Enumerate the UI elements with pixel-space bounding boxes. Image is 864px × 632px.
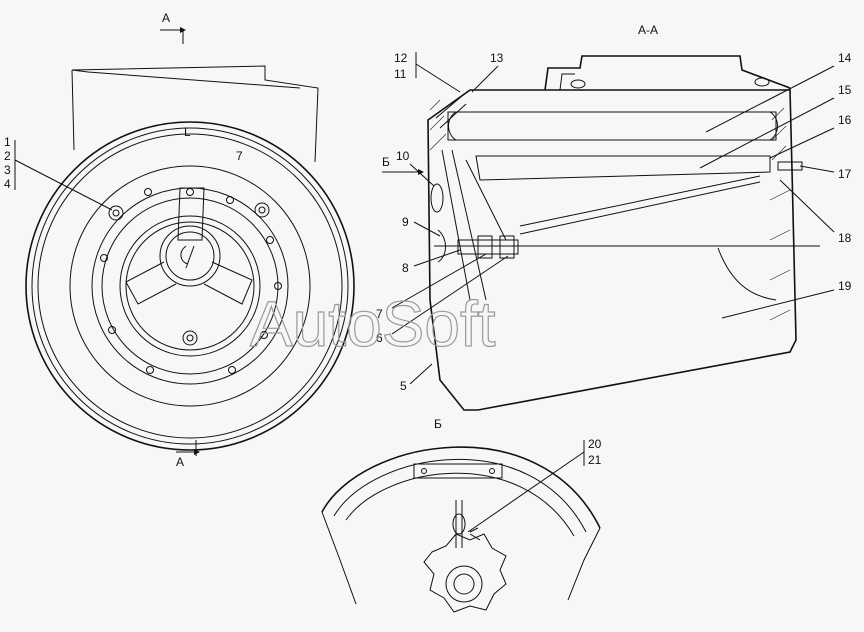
callout-16: 16 bbox=[838, 113, 852, 127]
detail-view: Б 20 21 bbox=[321, 417, 602, 613]
wing-nut bbox=[437, 229, 446, 263]
cotter-pin bbox=[455, 500, 463, 548]
pin bbox=[777, 161, 803, 171]
callout-15: 15 bbox=[838, 83, 852, 97]
callout-13: 13 bbox=[490, 51, 504, 65]
mounting-nuts bbox=[108, 202, 270, 346]
callout-11: 11 bbox=[394, 67, 407, 81]
callout-7: 7 bbox=[376, 307, 383, 321]
nameplate bbox=[413, 463, 503, 479]
spoke-top bbox=[177, 187, 205, 241]
callout-20: 20 bbox=[588, 437, 602, 451]
section-leaders bbox=[382, 52, 835, 385]
filter-element-lower bbox=[475, 155, 771, 181]
spoke-left bbox=[125, 261, 177, 305]
callout-18: 18 bbox=[838, 231, 852, 245]
dial-letter: L bbox=[184, 125, 191, 139]
stud bbox=[457, 239, 519, 255]
spoke-right bbox=[203, 261, 253, 305]
cut-marker-top: А bbox=[160, 11, 186, 44]
cover-ring bbox=[119, 215, 261, 357]
housing-ring bbox=[69, 165, 311, 407]
callout-9: 9 bbox=[402, 215, 409, 229]
star-wing-nut bbox=[423, 533, 507, 613]
housing bbox=[427, 89, 797, 411]
section-title: А-А bbox=[638, 23, 658, 37]
top-cap bbox=[544, 55, 791, 91]
callout-8: 8 bbox=[402, 261, 409, 275]
svg-text:А: А bbox=[176, 455, 184, 469]
hub-inner bbox=[165, 231, 215, 281]
detail-rim-outer bbox=[321, 446, 601, 529]
outer-rim-inner bbox=[31, 127, 349, 445]
callout-21: 21 bbox=[588, 453, 602, 467]
cover-ring-inner bbox=[125, 221, 255, 351]
filter-element-upper bbox=[447, 111, 777, 141]
diaphragm bbox=[519, 175, 761, 227]
svg-text:А: А bbox=[162, 11, 170, 25]
callout-1: 1 bbox=[4, 135, 11, 149]
callout-6: 6 bbox=[376, 331, 383, 345]
hub-outer bbox=[159, 225, 221, 287]
inner-cone bbox=[441, 149, 507, 301]
bolt-holes bbox=[100, 188, 282, 374]
housing-edge bbox=[37, 133, 343, 439]
dial-number: 7 bbox=[236, 149, 243, 163]
callout-3: 3 bbox=[4, 163, 11, 177]
outer-rim bbox=[25, 121, 355, 451]
hub-marking bbox=[180, 245, 195, 269]
dust-bowl bbox=[717, 247, 777, 301]
inlet-sheet bbox=[71, 65, 319, 163]
flange-inner bbox=[101, 197, 279, 375]
callout-12: 12 bbox=[394, 51, 408, 65]
watermark: AutoSoft bbox=[250, 288, 496, 360]
view-marker: Б bbox=[382, 155, 390, 169]
callout-2: 2 bbox=[4, 149, 11, 163]
callout-4: 4 bbox=[4, 177, 11, 191]
handle bbox=[430, 183, 444, 213]
callout-5: 5 bbox=[400, 379, 407, 393]
hatching bbox=[429, 99, 791, 321]
front-view: L 7 1 2 3 4 А А bbox=[4, 11, 355, 469]
callout-14: 14 bbox=[838, 51, 852, 65]
callout-19: 19 bbox=[838, 279, 852, 293]
callout-10: 10 bbox=[396, 149, 410, 163]
section-view: А-А bbox=[376, 23, 852, 411]
cut-marker-bottom: А bbox=[176, 440, 200, 469]
view-title: Б bbox=[434, 417, 442, 431]
callout-17: 17 bbox=[838, 167, 852, 181]
